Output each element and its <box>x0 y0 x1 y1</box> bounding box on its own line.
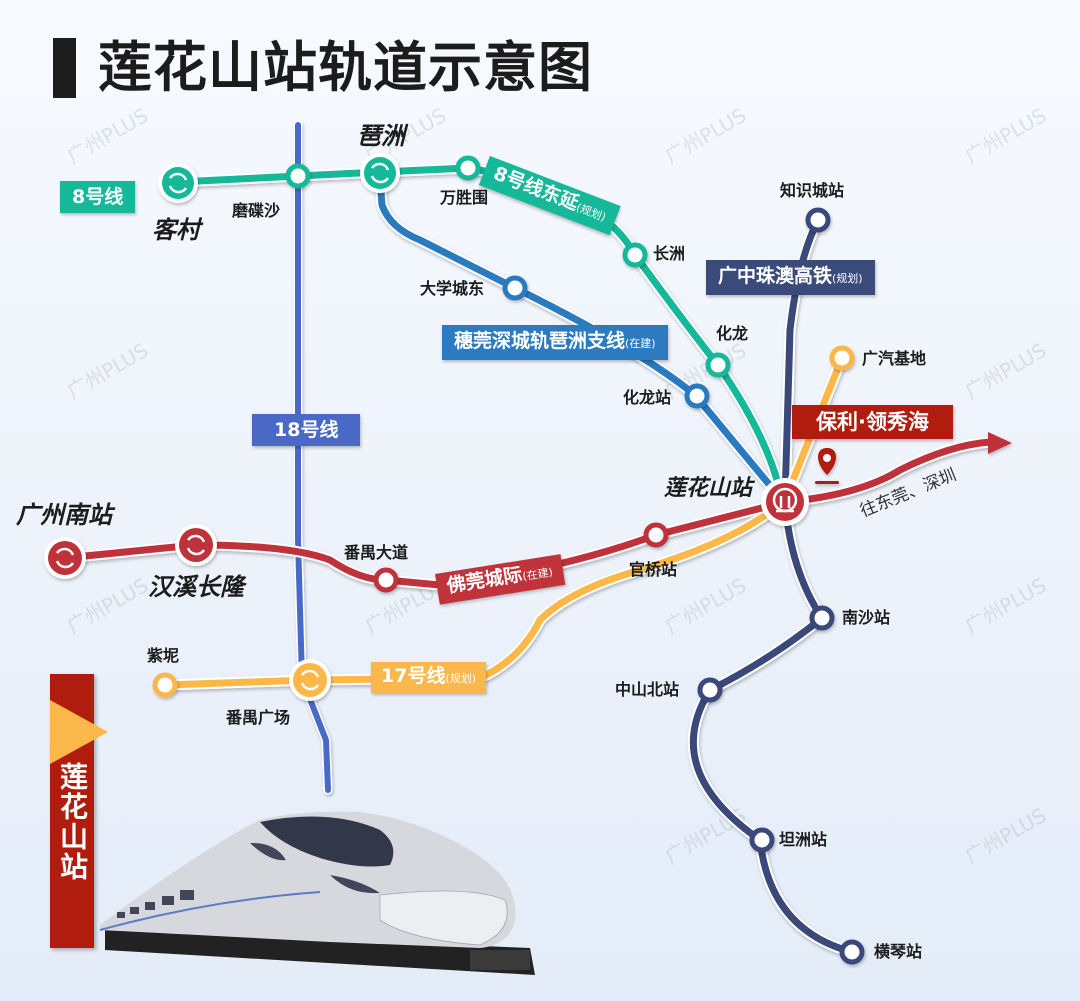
label-lianhuashan: 莲花山站 <box>664 476 753 501</box>
interchange-hanxi <box>175 524 217 566</box>
station-modiesha <box>285 163 311 189</box>
interchange-kecun <box>158 163 198 203</box>
line17-label: 17号线(规划) <box>371 662 487 693</box>
interchange-lianhuashan <box>761 478 809 526</box>
title-accent-bar <box>53 38 76 98</box>
station-guanqiao <box>643 522 669 548</box>
hsr-label-text: 广中珠澳高铁 <box>718 265 833 287</box>
line17-label-text: 17号线 <box>381 665 446 687</box>
line8-label: 8号线 <box>60 181 136 213</box>
location-pin-icon <box>815 448 839 484</box>
fodong-status: (在建) <box>521 565 554 584</box>
interchange-pazhou <box>360 153 400 193</box>
station-hualongzhan <box>684 383 710 409</box>
label-panyuguangchang: 番禺广场 <box>226 708 291 727</box>
station-changzhou <box>622 242 648 268</box>
line18-label: 18号线 <box>252 414 361 446</box>
project-label-text: 保利·领秀海 <box>816 410 929 434</box>
label-modiesha: 磨碟沙 <box>232 201 281 220</box>
side-banner-text: 莲花山站 <box>56 762 89 882</box>
label-guangzhounan: 广州南站 <box>16 501 112 529</box>
suiguan-label-text: 穗莞深城轨琶洲支线 <box>454 330 626 352</box>
station-tanzhou <box>749 827 775 853</box>
label-guanqiao: 官桥站 <box>629 560 678 579</box>
page-header: 莲花山站轨道示意图 <box>53 38 593 98</box>
label-hualongzhan: 化龙站 <box>623 388 672 407</box>
station-nansha <box>809 605 835 631</box>
label-hanxi: 汉溪长隆 <box>148 573 244 601</box>
label-kecun: 客村 <box>152 216 200 244</box>
station-wanshengwei <box>455 155 481 181</box>
station-zini <box>152 672 178 698</box>
label-panyudadao: 番禺大道 <box>344 543 409 562</box>
suiguan-label: 穗莞深城轨琶洲支线(在建) <box>442 325 668 360</box>
line8east-status: (规划) <box>574 200 608 224</box>
label-changzhou: 长洲 <box>653 244 686 263</box>
station-zhishicheng <box>805 207 831 233</box>
project-label: 保利·领秀海 <box>792 405 953 439</box>
label-wanshengwei: 万胜围 <box>440 188 489 207</box>
station-hualong <box>705 352 731 378</box>
label-nansha: 南沙站 <box>842 608 891 627</box>
suiguan-status: (在建) <box>625 337 656 350</box>
label-zhishicheng: 知识城站 <box>780 181 845 200</box>
banner-arrow-icon <box>50 700 108 764</box>
label-zini: 紫坭 <box>147 646 180 665</box>
interchange-panyuguangchang <box>289 659 331 701</box>
line17-status: (规划) <box>445 672 477 685</box>
label-hengqin: 横琴站 <box>874 942 923 961</box>
label-hualong: 化龙 <box>716 324 749 343</box>
page-title: 莲花山站轨道示意图 <box>98 36 593 99</box>
line18-label-text: 18号线 <box>274 419 339 441</box>
interchange-guangzhounan <box>44 537 86 579</box>
label-zhongshanbei: 中山北站 <box>615 680 680 699</box>
hsr-label: 广中珠澳高铁(规划) <box>706 260 875 295</box>
station-daxuechengdong <box>502 275 528 301</box>
label-tanzhou: 坦洲站 <box>779 830 828 849</box>
hsr-status: (规划) <box>832 272 863 285</box>
train-illustration <box>99 811 535 975</box>
station-panyudadao <box>373 567 399 593</box>
station-hengqin <box>839 939 865 965</box>
line8-label-text: 8号线 <box>72 186 124 208</box>
label-daxuechengdong: 大学城东 <box>420 279 485 298</box>
label-pazhou: 琶洲 <box>357 122 405 150</box>
station-guangqi <box>829 345 855 371</box>
station-zhongshanbei <box>697 677 723 703</box>
label-guangqi: 广汽基地 <box>862 349 927 368</box>
